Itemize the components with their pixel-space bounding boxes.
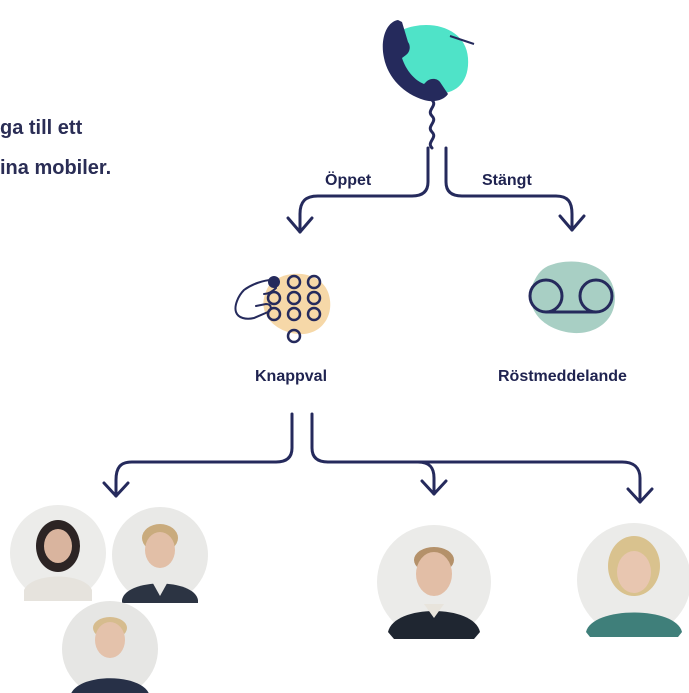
phone-handset-icon	[382, 20, 475, 150]
intro-text-line-1: ga till ett	[0, 117, 83, 139]
keypad-node-label: Knappval	[255, 368, 328, 385]
avatar-person-5	[577, 523, 689, 637]
avatar-person-1	[10, 505, 106, 601]
intro-text-line-2: ina mobiler.	[0, 157, 112, 179]
keypad-branch-lines	[102, 412, 654, 504]
avatar-person-3	[62, 601, 158, 693]
avatar-person-2	[112, 507, 208, 603]
branch-label-open: Öppet	[325, 172, 372, 189]
keypad-icon	[234, 273, 331, 344]
voicemail-icon	[528, 261, 615, 334]
voicemail-node-label: Röstmeddelande	[498, 368, 627, 385]
branch-lines	[286, 146, 586, 234]
branch-label-closed: Stängt	[482, 172, 532, 189]
avatar-person-4	[377, 525, 491, 639]
